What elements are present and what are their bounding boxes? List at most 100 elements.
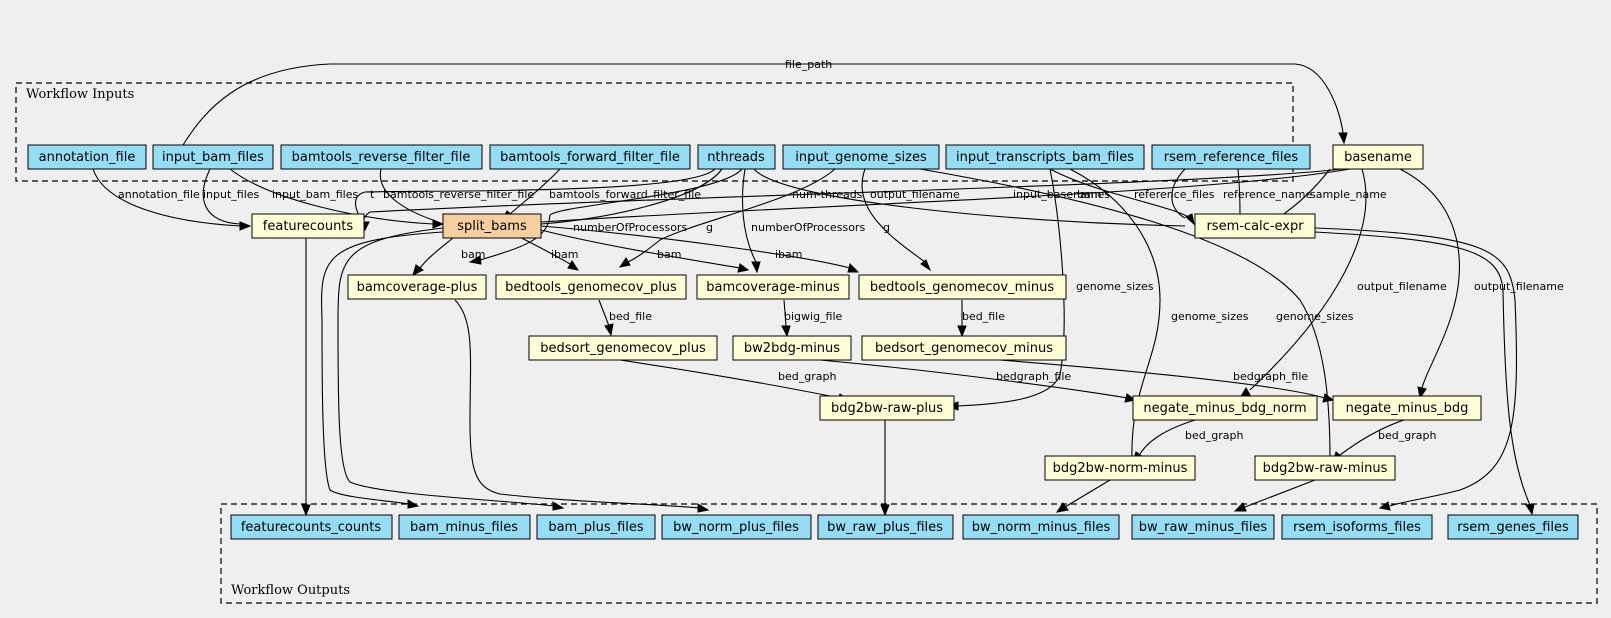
node-bedsort-genomecov-minus[interactable]: bedsort_genomecov_minus xyxy=(861,335,1067,361)
edge-nthreads-to-bamcoverage-minus: numberOfProcessors xyxy=(741,168,865,274)
node-bedtools-genomecov-minus[interactable]: bedtools_genomecov_minus xyxy=(858,274,1067,300)
node-rsem-reference-files[interactable]: rsem_reference_files xyxy=(1151,144,1311,170)
node-split-bams[interactable]: split_bams xyxy=(442,213,542,239)
node-input-transcripts-bam-files[interactable]: input_transcripts_bam_files xyxy=(945,144,1145,170)
node-bamcoverage-plus[interactable]: bamcoverage-plus xyxy=(347,274,487,300)
edge-label-bed-file-minus: bed_file xyxy=(962,310,1005,323)
node-bw-raw-minus-files[interactable]: bw_raw_minus_files xyxy=(1131,514,1275,540)
edge-bedtools-plus-to-bedsort-plus: bed_file xyxy=(598,299,652,337)
edge-label-t: t xyxy=(370,188,375,201)
node-bamtools-forward-filter-file[interactable]: bamtools_forward_filter_file xyxy=(489,144,691,170)
edge-basename-to-negate-norm: output_filename xyxy=(1238,168,1447,399)
node-bamcoverage-minus[interactable]: bamcoverage-minus xyxy=(696,274,850,300)
edge-label-genome-sizes-3: genome_sizes xyxy=(1276,310,1354,323)
edge-label-genome-sizes-1: genome_sizes xyxy=(1076,280,1154,293)
edge-label-bed-graph-raw: bed_graph xyxy=(1378,429,1436,442)
edge-label-annotation-file: annotation_file xyxy=(118,188,200,201)
edge-label-bedgraph-file-1: bedgraph_file xyxy=(996,370,1071,383)
node-annotation-file[interactable]: annotation_file xyxy=(27,144,147,170)
edge-featurecounts-to-counts xyxy=(301,237,311,517)
edge-label-numberofprocessors-minus: numberOfProcessors xyxy=(751,221,865,234)
node-bam-minus-files[interactable]: bam_minus_files xyxy=(398,514,531,540)
svg-text:bw_raw_plus_files: bw_raw_plus_files xyxy=(827,520,943,535)
edge-label-output-filename-norm: output_filename xyxy=(1357,280,1447,293)
node-featurecounts-counts[interactable]: featurecounts_counts xyxy=(230,514,393,540)
edge-label-reverse-filter: bamtools_reverse_filter_file xyxy=(383,188,534,201)
edge-split-to-bedtools-minus: ibam xyxy=(540,225,860,273)
edge-bdg2bw-raw-minus-to-bw-raw-minus xyxy=(1233,479,1316,512)
node-nthreads[interactable]: nthreads xyxy=(697,144,776,170)
svg-text:rsem_reference_files: rsem_reference_files xyxy=(1164,150,1299,165)
node-rsem-calc-expr[interactable]: rsem-calc-expr xyxy=(1194,213,1316,239)
svg-text:bedtools_genomecov_minus: bedtools_genomecov_minus xyxy=(870,280,1055,295)
node-rsem-isoforms-files[interactable]: rsem_isoforms_files xyxy=(1281,514,1433,540)
edge-split-to-bamcoverage-minus: bam xyxy=(540,229,750,273)
svg-text:basename: basename xyxy=(1344,150,1412,165)
svg-text:nthreads: nthreads xyxy=(707,150,765,165)
edge-basename-to-featurecounts: output_filename xyxy=(362,168,1343,225)
edge-annotation-to-featurecounts: annotation_file xyxy=(92,168,252,231)
edge-reference-files-to-rsem: reference_files xyxy=(1134,168,1215,219)
edge-genome-to-bedtools-plus: g xyxy=(618,168,836,268)
edge-bedsort-plus-to-bdg2bw-raw-plus: bed_graph xyxy=(619,359,850,403)
edge-basename-to-negate: output_filename xyxy=(1399,168,1564,400)
node-basename[interactable]: basename xyxy=(1332,144,1424,170)
node-bdg2bw-raw-plus[interactable]: bdg2bw-raw-plus xyxy=(819,395,955,421)
svg-text:bw_norm_minus_files: bw_norm_minus_files xyxy=(972,520,1111,535)
svg-text:bdg2bw-raw-minus: bdg2bw-raw-minus xyxy=(1263,461,1388,476)
svg-text:bamcoverage-plus: bamcoverage-plus xyxy=(357,280,478,295)
edge-label-bam-plus: bam xyxy=(461,248,485,261)
svg-text:featurecounts: featurecounts xyxy=(263,219,354,234)
edge-label-ibam-plus: ibam xyxy=(551,248,579,261)
edge-bdg2bw-raw-plus-to-bw-raw-plus xyxy=(880,420,890,517)
svg-text:bdg2bw-raw-plus: bdg2bw-raw-plus xyxy=(831,401,943,416)
edge-bw2bdg-to-negate-norm: bedgraph_file xyxy=(819,359,1137,403)
edge-label-num-threads: num-threads xyxy=(792,188,863,201)
node-bw-raw-plus-files[interactable]: bw_raw_plus_files xyxy=(817,514,954,540)
edge-nthreads-to-rsem: num-threads xyxy=(753,168,1186,227)
edge-label-g-minus: g xyxy=(883,221,890,234)
svg-text:negate_minus_bdg: negate_minus_bdg xyxy=(1346,401,1469,416)
edge-label-genome-sizes-2: genome_sizes xyxy=(1171,310,1249,323)
edge-label-bedgraph-file-2: bedgraph_file xyxy=(1233,370,1308,383)
node-bedsort-genomecov-plus[interactable]: bedsort_genomecov_plus xyxy=(528,335,718,361)
node-bdg2bw-raw-minus[interactable]: bdg2bw-raw-minus xyxy=(1254,455,1396,481)
node-input-bam-files[interactable]: input_bam_files xyxy=(152,144,274,170)
edge-label-g-plus: g xyxy=(706,221,713,234)
node-bw-norm-plus-files[interactable]: bw_norm_plus_files xyxy=(661,514,812,540)
svg-text:rsem_genes_files: rsem_genes_files xyxy=(1457,520,1569,535)
svg-text:bw_norm_plus_files: bw_norm_plus_files xyxy=(673,520,799,535)
svg-text:annotation_file: annotation_file xyxy=(39,150,136,165)
workflow-inputs-label: Workflow Inputs xyxy=(26,87,134,102)
edge-label-input-files: input_files xyxy=(203,188,260,201)
node-bam-plus-files[interactable]: bam_plus_files xyxy=(536,514,656,540)
edge-label-output-filename-neg: output_filename xyxy=(1474,280,1564,293)
node-bw-norm-minus-files[interactable]: bw_norm_minus_files xyxy=(962,514,1120,540)
svg-text:input_genome_sizes: input_genome_sizes xyxy=(795,150,927,165)
edge-input-bam-to-featurecounts: input_files xyxy=(202,168,260,225)
node-negate-minus-bdg-norm[interactable]: negate_minus_bdg_norm xyxy=(1132,395,1318,421)
node-bedtools-genomecov-plus[interactable]: bedtools_genomecov_plus xyxy=(495,274,687,300)
edge-nthreads-to-bamcoverage-plus: numberOfProcessors xyxy=(468,168,743,265)
node-featurecounts[interactable]: featurecounts xyxy=(251,213,365,239)
edge-label-forward-filter: bamtools_forward_filter_file xyxy=(549,188,701,201)
edge-label-input-bam-files: input_bam_files xyxy=(272,188,358,201)
edge-split-to-bam-minus-files xyxy=(321,231,444,509)
node-bw2bdg-minus[interactable]: bw2bdg-minus xyxy=(732,335,852,361)
node-bamtools-reverse-filter-file[interactable]: bamtools_reverse_filter_file xyxy=(280,144,483,170)
edge-label-bed-graph-plus: bed_graph xyxy=(778,370,836,383)
node-input-genome-sizes[interactable]: input_genome_sizes xyxy=(782,144,940,170)
svg-text:split_bams: split_bams xyxy=(457,219,527,234)
edge-rsem-to-isoforms xyxy=(1314,227,1518,511)
edge-rsem-to-genes xyxy=(1314,231,1535,516)
edge-label-output-filename-top: output_filename xyxy=(870,188,960,201)
node-bdg2bw-norm-minus[interactable]: bdg2bw-norm-minus xyxy=(1044,455,1196,481)
edge-input-bam-to-split-bams: input_bam_files xyxy=(229,168,445,229)
node-rsem-genes-files[interactable]: rsem_genes_files xyxy=(1447,514,1579,540)
node-negate-minus-bdg[interactable]: negate_minus_bdg xyxy=(1332,395,1482,421)
edge-label-numberofprocessors-plus: numberOfProcessors xyxy=(573,221,687,234)
workflow-outputs-cluster: Workflow Outputs xyxy=(220,503,1598,604)
edge-split-to-bam-plus-files xyxy=(337,227,565,511)
edge-label-bam-rsem: bam xyxy=(1077,188,1101,201)
